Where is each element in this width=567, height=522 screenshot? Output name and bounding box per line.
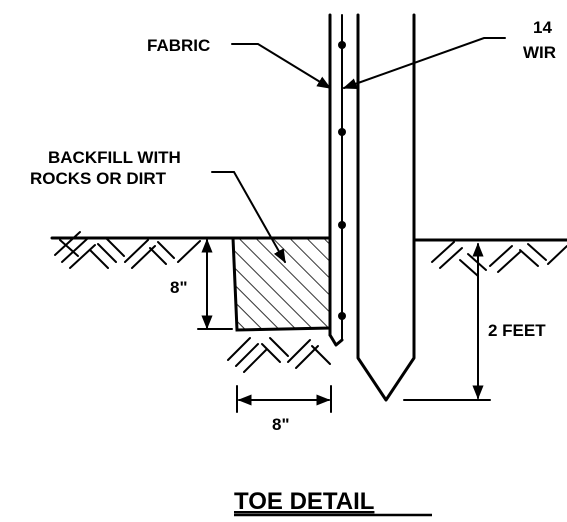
backfill-trench (231, 236, 332, 332)
post (356, 13, 416, 402)
fabric-label: FABRIC (147, 36, 210, 55)
diagram-title: TOE DETAIL (234, 488, 374, 515)
wire-leader (342, 37, 506, 90)
fabric-leader (231, 43, 332, 89)
depth-dim-label: 8" (170, 278, 188, 297)
two-feet-label: 2 FEET (488, 321, 546, 340)
wire-label-line1: 14 (533, 18, 552, 37)
soil-marks-below (227, 337, 331, 373)
soil-marks-right (431, 241, 567, 277)
backfill-label-line1: BACKFILL WITH (48, 148, 181, 167)
backfill-leader (211, 171, 286, 264)
fabric-bottom (328, 333, 344, 347)
wire-dots (338, 41, 346, 320)
soil-marks-left (54, 231, 201, 269)
backfill-label-line2: ROCKS OR DIRT (30, 169, 167, 188)
wire-label-line2: WIR (523, 43, 556, 62)
width-dim-label: 8" (272, 415, 290, 434)
